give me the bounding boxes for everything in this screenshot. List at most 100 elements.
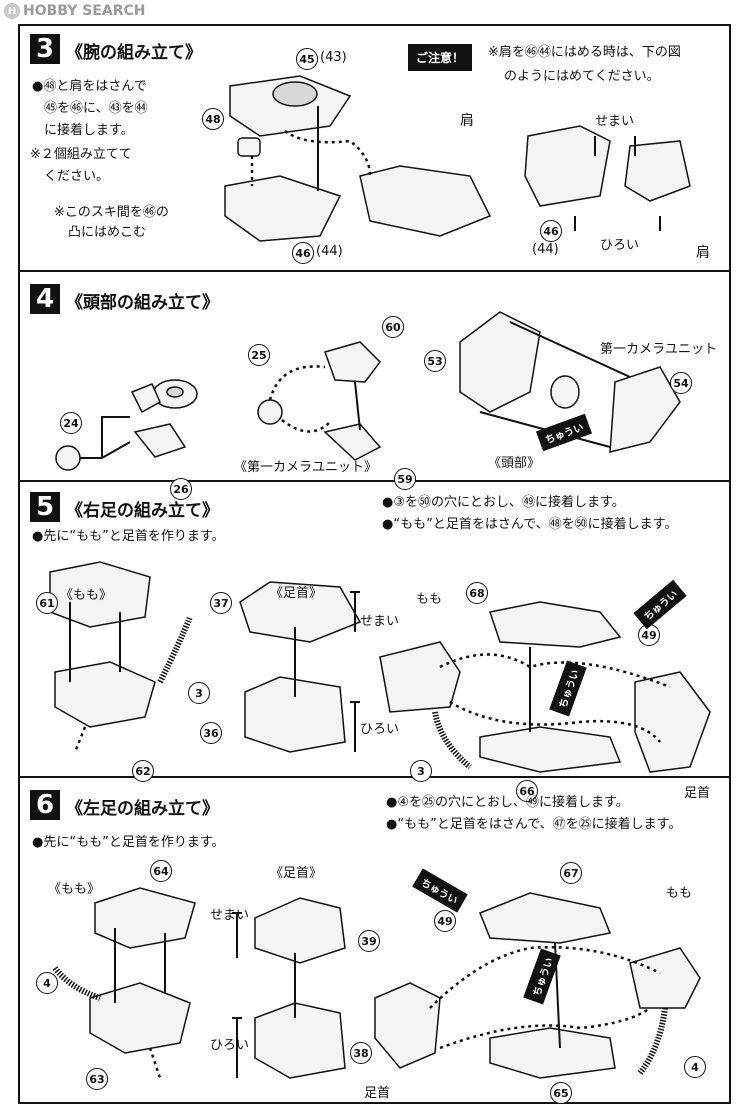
part-number-3: 3	[188, 682, 210, 704]
thigh-bottom-shape	[54, 661, 156, 728]
head-assembly-diagram	[55, 311, 681, 471]
section-head-assembly: 4 《頭部の組み立て》 25 24 26 60 59 53	[20, 272, 729, 500]
part-46-shape	[224, 175, 342, 242]
section-right-leg: 5 《右足の組み立て》 ●先に“もも”と足首を作ります。 ●③を㊿の穴にとおし、…	[20, 482, 729, 802]
caution-text: のようにはめてください。	[504, 69, 660, 84]
instruction-line: ●④を㉕の穴にとおし、㊾に接着します。	[386, 795, 629, 810]
thigh-label: もも	[416, 592, 443, 607]
wide-label: ひろい	[210, 1038, 250, 1053]
part-number-53: 53	[424, 350, 446, 372]
part-number-62: 62	[132, 760, 154, 782]
instruction-line: ㊺を㊻に、㊸を㊹	[44, 101, 148, 116]
part-65-shape	[489, 1027, 616, 1079]
part-54-shape	[609, 366, 681, 453]
part-66-shape	[479, 726, 622, 773]
instruction-line: に接着します。	[44, 123, 134, 138]
ankle-bottom-shape	[244, 676, 346, 753]
camera-unit-label: 第一カメラユニット	[600, 342, 718, 357]
instruction-line: ●㊽と肩をはさんで	[32, 79, 147, 94]
part-number-64: 64	[150, 860, 172, 882]
section-left-leg: 6 《左足の組み立て》 ●先に“もも”と足首を作ります。 ●④を㉕の穴にとおし、…	[20, 778, 729, 1104]
narrow-label: せまい	[595, 114, 635, 129]
detail-shoulder	[624, 140, 691, 202]
part-number-49: 49	[638, 624, 660, 646]
thigh-caption: 《もも》	[48, 882, 101, 897]
part-number-63: 63	[86, 1068, 108, 1090]
camera-unit-caption: 《第一カメラユニット》	[234, 460, 378, 475]
instruction-sheet: 3 《腕の組み立て》 ●㊽と肩をはさんで ㊺を㊻に、㊸を㊹ に接着します。 ※２…	[18, 24, 731, 1104]
instruction-line: ●先に“もも”と足首を作ります。	[32, 529, 225, 544]
part-number-54: 54	[670, 372, 692, 394]
step-number: 5	[30, 492, 60, 522]
part-number-24: 24	[60, 412, 82, 434]
part-number-67: 67	[560, 862, 582, 884]
ankle-caption: 《足首》	[270, 866, 323, 881]
narrow-label: せまい	[360, 614, 400, 629]
section-title: 《頭部の組み立て》	[66, 293, 219, 313]
section-title: 《左足の組み立て》	[66, 799, 219, 819]
part-48-shape	[237, 137, 261, 157]
shoulder-label: 肩	[460, 113, 474, 129]
part-number-43-label: (43)	[320, 50, 347, 65]
instruction-line: ●“もも”と足首をはさんで、㊽を㊿に接着します。	[382, 517, 678, 532]
part-number-60: 60	[382, 316, 404, 338]
part-number-49: 49	[434, 910, 456, 932]
arm-assembly-diagram	[224, 75, 691, 242]
part-number-45: 45	[296, 48, 318, 70]
wide-label: ひろい	[360, 722, 400, 737]
step-number: 3	[30, 34, 60, 64]
thigh-label: もも	[666, 886, 693, 901]
ankle-label: 足首	[364, 1086, 391, 1101]
part-number-65: 65	[550, 1082, 572, 1104]
part-number-46: 46	[292, 242, 314, 264]
part-number-43: 43	[325, 50, 342, 65]
part-number-4: 4	[36, 972, 58, 994]
narrow-label: せまい	[210, 908, 250, 923]
logo-text: HOBBY SEARCH	[23, 3, 146, 19]
part-60-shape	[324, 341, 381, 383]
part-number-44: 44	[321, 244, 338, 259]
part-number-3-assembled: 3	[410, 760, 432, 782]
head-caption: 《頭部》	[488, 456, 541, 471]
section-arm-assembly: 3 《腕の組み立て》 ●㊽と肩をはさんで ㊺を㊻に、㊸を㊹ に接着します。 ※２…	[20, 26, 729, 272]
part-24-shape	[55, 445, 81, 471]
detail-part-number-44: 44	[537, 242, 554, 257]
instruction-note: ください。	[44, 169, 110, 184]
left-leg-diagram	[52, 887, 701, 1079]
ankle-label: 足首	[684, 786, 711, 801]
ankle-assembled-shape	[634, 671, 711, 773]
part-number-26: 26	[170, 478, 192, 500]
part-number-66: 66	[516, 780, 538, 802]
thigh-bottom-shape	[89, 982, 191, 1054]
part-number-4-assembled: 4	[684, 1056, 706, 1078]
detail-part-number-44-label: (44)	[532, 242, 559, 257]
ankle-top-shape	[239, 581, 362, 643]
camera-unit-shape	[257, 399, 283, 425]
thigh-top-shape	[94, 887, 196, 949]
wide-label: ひろい	[600, 238, 640, 253]
hobby-search-logo[interactable]: H HOBBY SEARCH	[4, 3, 145, 19]
part-67-shape	[479, 892, 612, 944]
instruction-note: 凸にはめこむ	[68, 225, 147, 240]
logo-mark-icon: H	[4, 3, 20, 19]
head-camera-shape	[550, 375, 580, 409]
caution-text: ※肩を㊻㊹にはめる時は、下の図	[488, 45, 681, 60]
part-number-36: 36	[200, 722, 222, 744]
part-number-44-label: (44)	[316, 244, 343, 259]
detail-part-number-46: 46	[540, 220, 562, 242]
ankle-caption: 《足首》	[270, 586, 323, 601]
right-leg-diagram	[49, 561, 711, 773]
instruction-line: ●先に“もも”と足首を作ります。	[32, 835, 225, 850]
part-number-38: 38	[350, 1042, 372, 1064]
part-number-39: 39	[358, 930, 380, 952]
part-number-68: 68	[466, 582, 488, 604]
part-number-61: 61	[36, 592, 58, 614]
site-header: H HOBBY SEARCH	[0, 0, 741, 26]
ankle-top-shape	[254, 897, 346, 964]
detail-shoulder-label: 肩	[696, 245, 710, 261]
part-53-shape	[459, 311, 541, 413]
detail-part-46	[524, 125, 611, 207]
part-68-shape	[489, 601, 622, 648]
part-number-25: 25	[248, 344, 270, 366]
part-number-37: 37	[210, 592, 232, 614]
